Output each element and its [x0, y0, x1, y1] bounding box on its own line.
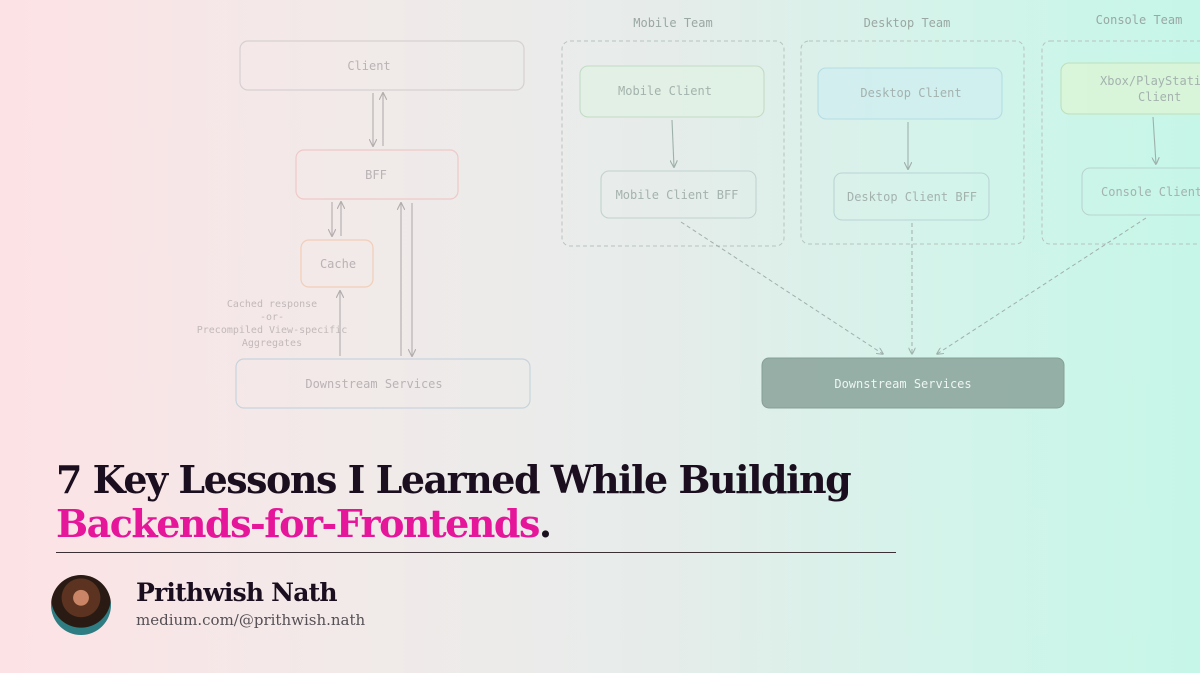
desktop-team-group — [800, 40, 1025, 245]
title-suffix: . — [538, 501, 552, 546]
console-team-group — [1041, 40, 1200, 245]
right-downstream-label: Downstream Services — [834, 377, 971, 391]
desktop-bff-label: Desktop Client BFF — [847, 190, 977, 204]
desktop-team-label: Desktop Team — [864, 16, 951, 30]
console-bff-to-downstream-arrow — [937, 217, 1147, 354]
mobile-team-label: Mobile Team — [633, 16, 712, 30]
client-box — [239, 40, 525, 91]
author-name: Prithwish Nath — [136, 578, 338, 607]
mobile-bff-to-downstream-arrow — [680, 221, 883, 354]
cache-note-line: Aggregates — [242, 338, 302, 349]
console-client-label: Client — [1138, 90, 1181, 104]
mobile-client-arrow — [672, 119, 674, 167]
author-url: medium.com/@prithwish.nath — [136, 611, 366, 629]
console-client-box — [1060, 62, 1200, 115]
mobile-client-box — [579, 65, 765, 118]
console-client-label: Xbox/PlayStation — [1100, 74, 1200, 88]
right-downstream-box — [761, 357, 1065, 409]
title-accent: Backends-for-Frontends — [56, 501, 540, 546]
desktop-client-box — [817, 67, 1003, 120]
cache-note-line: -or- — [260, 312, 284, 323]
left-diagram: Client BFF Cache Cached response -or- Pr… — [197, 40, 531, 409]
architecture-diagram: Client BFF Cache Cached response -or- Pr… — [197, 13, 1200, 409]
title-divider — [56, 552, 896, 553]
mobile-bff-box — [600, 170, 757, 219]
bff-label: BFF — [365, 168, 387, 182]
console-client-arrow — [1153, 116, 1156, 164]
cache-note-line: Cached response — [227, 299, 317, 310]
console-team-label: Console Team — [1096, 13, 1183, 27]
console-bff-label: Console Client BFF — [1101, 185, 1200, 199]
title-line-2: Backends-for-Frontends. — [56, 502, 896, 546]
left-downstream-label: Downstream Services — [305, 377, 442, 391]
client-label: Client — [347, 59, 390, 73]
cache-note-line: Precompiled View-specific — [197, 325, 348, 336]
right-diagram: Mobile Team Mobile Client Mobile Client … — [561, 13, 1200, 409]
title-line-1: 7 Key Lessons I Learned While Building — [56, 457, 852, 502]
mobile-client-label: Mobile Client — [618, 84, 712, 98]
desktop-bff-box — [833, 172, 990, 221]
bff-box — [295, 149, 459, 200]
mobile-bff-label: Mobile Client BFF — [616, 188, 739, 202]
cache-label: Cache — [320, 257, 356, 271]
console-bff-box — [1081, 167, 1200, 216]
cache-box — [300, 239, 374, 288]
article-title: 7 Key Lessons I Learned While Building B… — [56, 458, 896, 546]
desktop-client-label: Desktop Client — [860, 86, 961, 100]
left-downstream-box — [235, 358, 531, 409]
cache-note: Cached response -or- Precompiled View-sp… — [197, 299, 348, 349]
avatar — [51, 575, 111, 635]
